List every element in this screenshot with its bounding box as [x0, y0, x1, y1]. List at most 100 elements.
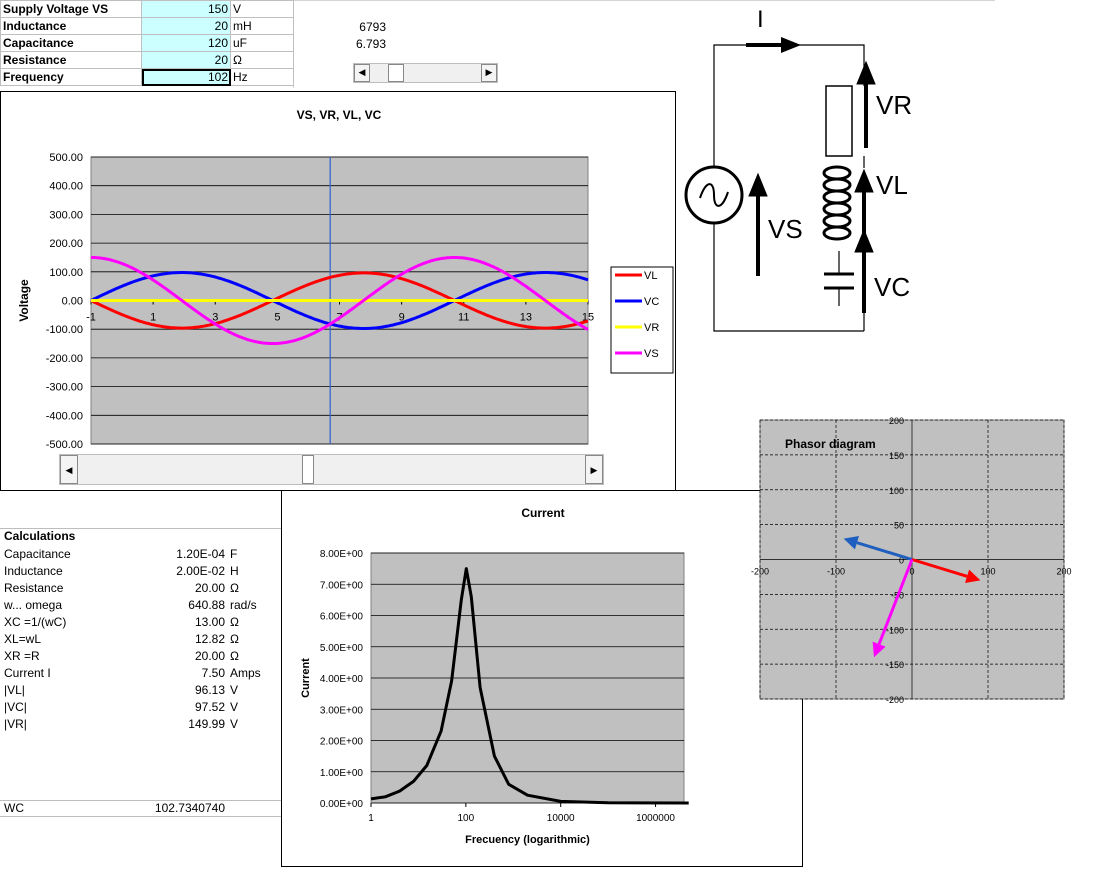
- y-tick-label: 4.00E+00: [320, 674, 364, 685]
- y-tick-label: 6.00E+00: [320, 612, 364, 623]
- y-tick-label: 100: [889, 486, 904, 496]
- param-value-supply-voltage[interactable]: 150: [141, 0, 231, 18]
- series-line-vc: [90, 271, 589, 330]
- calc-label: XL=wL: [4, 632, 42, 646]
- calc-value: 97.52: [194, 700, 225, 714]
- x-tick-label: 100: [458, 813, 475, 824]
- voltage-plot: 500.00400.00300.00200.00100.000.00-100.0…: [17, 152, 674, 451]
- rlc-circuit-diagram: [684, 37, 876, 332]
- y-tick-label: 150: [889, 451, 904, 461]
- legend-label: VR: [644, 322, 659, 334]
- y-tick-label: -500.00: [46, 439, 83, 451]
- y-tick-label: 7.00E+00: [320, 580, 364, 591]
- calc-label: Capacitance: [4, 547, 71, 561]
- vs-label: VS: [768, 214, 803, 244]
- y-tick-label: 1.00E+00: [320, 768, 364, 779]
- y-tick-label: 400.00: [49, 181, 83, 193]
- param-value-capacitance[interactable]: 120: [141, 34, 231, 52]
- calc-value: 12.82: [194, 632, 225, 646]
- wc-label: WC: [4, 801, 24, 815]
- calc-unit: V: [230, 717, 239, 731]
- calc-unit: H: [230, 564, 239, 578]
- calc-label: XC =1/(wC): [4, 615, 67, 629]
- sheet-gridline: [0, 816, 281, 817]
- y-tick-label: 0: [899, 556, 904, 566]
- scroll-right-button[interactable]: ▶: [481, 64, 497, 82]
- calc-unit: Ω: [230, 581, 239, 595]
- calc-value: 7.50: [201, 666, 225, 680]
- calc-label: Inductance: [4, 564, 63, 578]
- scroll-right-button[interactable]: ▶: [585, 455, 603, 484]
- series-line-vs: [91, 256, 589, 345]
- param-value-inductance[interactable]: 20: [141, 17, 231, 35]
- calc-label: |VR|: [4, 717, 27, 731]
- y-tick-label: 3.00E+00: [320, 705, 364, 716]
- param-value-resistance[interactable]: 20: [141, 51, 231, 69]
- param-label: Frequency: [0, 68, 142, 86]
- x-tick-label: 5: [274, 312, 280, 324]
- calc-label: Resistance: [4, 581, 64, 595]
- calc-value: 640.88: [188, 598, 225, 612]
- calc-label: |VL|: [4, 683, 25, 697]
- y-axis-label: Current: [300, 658, 312, 698]
- scroll-thumb[interactable]: [302, 455, 314, 484]
- calc-value: 20.00: [194, 649, 225, 663]
- legend-label: VS: [644, 348, 659, 360]
- calc-label: Current I: [4, 666, 51, 680]
- y-tick-label: -300.00: [46, 382, 83, 394]
- scroll-left-button[interactable]: ◀: [60, 455, 78, 484]
- calc-unit: Ω: [230, 632, 239, 646]
- x-tick-label: 1: [368, 813, 374, 824]
- chart-title: Current: [521, 506, 565, 520]
- param-label: Supply Voltage VS: [0, 0, 142, 18]
- computed-value: 6.793: [355, 37, 386, 51]
- y-tick-label: 8.00E+00: [320, 549, 364, 560]
- x-tick-label: 0: [909, 567, 914, 577]
- param-unit: Hz: [230, 68, 294, 86]
- sheet-gridline: [293, 0, 294, 88]
- param-label: Capacitance: [0, 34, 142, 52]
- y-tick-label: -100: [886, 625, 904, 635]
- calc-value: 149.99: [188, 717, 225, 731]
- param-value-frequency[interactable]: 102: [141, 68, 231, 86]
- frequency-scrollbar[interactable]: ◀ ▶: [353, 63, 498, 83]
- current-plot: 8.00E+00 7.00E+00 6.00E+00 5.00E+00 4.00E+00…: [300, 549, 689, 846]
- y-tick-label: 200: [889, 416, 904, 426]
- series-line-vl: [90, 271, 589, 330]
- x-tick-label: 13: [520, 312, 532, 324]
- vr-label: VR: [876, 90, 913, 120]
- x-axis-label: Frecuency (logarithmic): [465, 834, 590, 846]
- scroll-thumb[interactable]: [388, 64, 404, 82]
- chart-title: Phasor diagram: [785, 437, 876, 451]
- y-tick-label: 300.00: [49, 209, 83, 221]
- calc-unit: V: [230, 700, 239, 714]
- calc-value: 1.20E-04: [176, 547, 225, 561]
- x-tick-label: 1000000: [636, 813, 675, 824]
- calc-value: 2.00E-02: [176, 564, 225, 578]
- phasor-vr: [911, 558, 968, 578]
- param-unit: Ω: [230, 51, 294, 69]
- phasor-arrowhead: [872, 641, 886, 658]
- y-tick-label: 0.00: [62, 296, 83, 308]
- param-unit: V: [230, 0, 294, 18]
- phasor-plot: 200150100500-50-100-150-200-200-10001002…: [751, 416, 1072, 705]
- series-line-current: [370, 567, 689, 805]
- time-scrollbar[interactable]: ◀ ▶: [59, 454, 604, 485]
- x-tick-label: -1: [86, 312, 96, 324]
- calc-unit: Ω: [230, 615, 239, 629]
- y-tick-label: 5.00E+00: [320, 643, 364, 654]
- param-label: Inductance: [0, 17, 142, 35]
- phasor-arrowhead: [843, 536, 859, 550]
- y-axis-label: Voltage: [17, 279, 31, 322]
- parameter-table: Supply Voltage VS 150 V Inductance 20 mH…: [0, 0, 294, 86]
- y-tick-label: 2.00E+00: [320, 737, 364, 748]
- scroll-left-button[interactable]: ◀: [354, 64, 370, 82]
- current-label: I: [757, 6, 764, 33]
- y-tick-label: -150: [886, 660, 904, 670]
- legend-label: VL: [644, 270, 657, 282]
- x-tick-label: 100: [980, 567, 995, 577]
- y-tick-label: -400.00: [46, 410, 83, 422]
- calc-unit: Amps: [230, 666, 261, 680]
- vl-label: VL: [876, 170, 908, 200]
- calc-label: XR =R: [4, 649, 40, 663]
